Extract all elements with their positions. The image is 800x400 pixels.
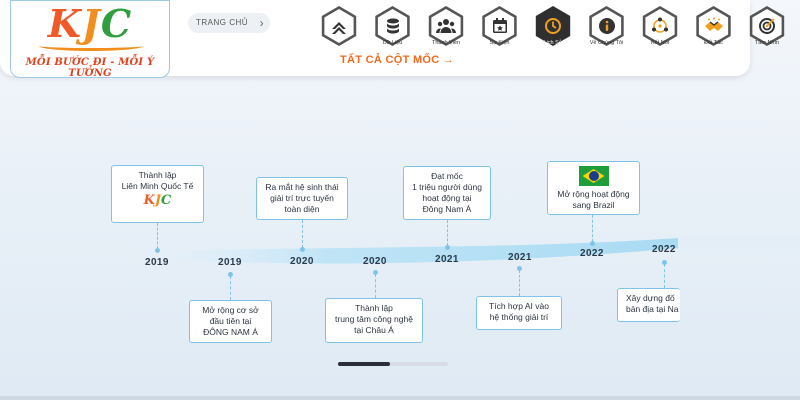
milestone-card: Thành lập trung tâm công nghệ tại Châu Á (325, 298, 423, 343)
database-icon (386, 18, 399, 34)
nav-item-partners[interactable]: Đối Tác (691, 6, 737, 46)
nav-label: Kết Nối (650, 40, 670, 46)
milestone-card: Tích hợp AI vào hệ thống giải trí (476, 296, 562, 330)
nav-item-about[interactable]: Về Chúng Tôi (584, 6, 630, 46)
year-label: 2022 (652, 244, 676, 255)
nav-item-members[interactable]: Thành Viên (423, 6, 469, 46)
year-label: 2022 (580, 248, 604, 259)
chevron-up-icon (332, 22, 346, 34)
milestone-card: Mở rộng cơ sở đầu tiên tại ĐÔNG NAM Á (189, 300, 272, 343)
kjc-logo-icon: KJC (143, 193, 172, 208)
year-label: 2020 (290, 256, 314, 267)
year-label: 2020 (363, 256, 387, 267)
brand-logo[interactable]: KJC MỖI BƯỚC ĐI - MỖI Ý TƯỞNG (10, 0, 170, 79)
timeline-dot (590, 241, 595, 246)
nav-label: Thành Viên (431, 40, 461, 46)
nav-label: Dữ Liệu (382, 40, 403, 46)
connector-line (447, 220, 448, 246)
timeline-dot (445, 245, 450, 250)
brazil-flag-icon (578, 166, 609, 186)
nav-label: Về Chúng Tôi (589, 40, 624, 46)
timeline-dot (662, 260, 667, 265)
connector-line (664, 264, 665, 288)
logo-mark: KJC (47, 1, 133, 46)
connector-line (375, 274, 376, 298)
logo-swoosh (39, 41, 143, 51)
nav-item-events[interactable]: Sự Kiện (477, 6, 523, 46)
calendar-icon (492, 18, 507, 33)
timeline-scrollbar[interactable] (338, 362, 448, 366)
scrollbar-thumb[interactable] (338, 362, 390, 366)
all-milestones-link[interactable]: TẤT CẢ CỘT MỐC → (340, 54, 454, 66)
timeline-dot (228, 272, 233, 277)
nav-label: Lịch Sử (543, 40, 563, 46)
connector-line (230, 276, 231, 300)
timeline-dot (155, 248, 160, 253)
nav-label: Tầm Nhìn (754, 40, 780, 46)
connector-line (519, 270, 520, 296)
info-icon (598, 18, 615, 34)
footer-divider (0, 396, 800, 400)
timeline-ribbon (140, 236, 800, 264)
all-milestones-label[interactable]: TẤT CẢ CỘT MỐC (340, 54, 440, 66)
section-nav: Dữ Liệu Thành Viên Sự Kiện Lịch Sử Về Ch… (316, 6, 798, 46)
breadcrumb[interactable]: TRANG CHỦ › (188, 13, 271, 33)
nav-item-up[interactable] (316, 6, 362, 46)
milestone-card: Thành lập Liên Minh Quốc Tế KJC (111, 165, 204, 223)
milestone-card: Đạt mốc 1 triệu người dùng hoạt động tại… (403, 166, 491, 220)
timeline-dot (300, 247, 305, 252)
timeline-dot (373, 270, 378, 275)
history-clock-icon (545, 18, 561, 34)
nav-item-connect[interactable]: Kết Nối (637, 6, 683, 46)
target-icon (759, 18, 775, 34)
year-label: 2021 (435, 254, 459, 265)
nav-item-history[interactable]: Lịch Sử (530, 6, 576, 46)
history-timeline: 2019 2019 2020 2020 2021 2021 2022 2022 … (0, 150, 800, 380)
connector-line (592, 215, 593, 242)
arrow-right-icon: → (442, 54, 455, 66)
handshake-icon (704, 17, 723, 31)
connector-line (302, 220, 303, 248)
nav-item-data[interactable]: Dữ Liệu (370, 6, 416, 46)
year-label: 2021 (508, 252, 532, 263)
breadcrumb-home[interactable]: TRANG CHỦ (196, 18, 249, 27)
nav-label: Sự Kiện (489, 40, 510, 46)
milestone-card: Xây dựng đố bản địa tại Na (617, 288, 680, 322)
year-label: 2019 (218, 257, 242, 268)
users-icon (436, 19, 456, 33)
network-icon (652, 17, 668, 33)
milestone-card: Ra mắt hệ sinh thái giải trí trực tuyến … (256, 177, 348, 220)
timeline-dot (517, 266, 522, 271)
chevron-right-icon: › (259, 16, 265, 30)
year-label: 2019 (145, 257, 169, 268)
nav-item-vision[interactable]: Tầm Nhìn (744, 6, 790, 46)
logo-tagline: MỖI BƯỚC ĐI - MỖI Ý TƯỞNG (25, 57, 155, 79)
connector-line (157, 223, 158, 249)
nav-label: Đối Tác (704, 40, 723, 46)
milestone-card: Mở rộng hoạt động sang Brazil (547, 161, 640, 215)
